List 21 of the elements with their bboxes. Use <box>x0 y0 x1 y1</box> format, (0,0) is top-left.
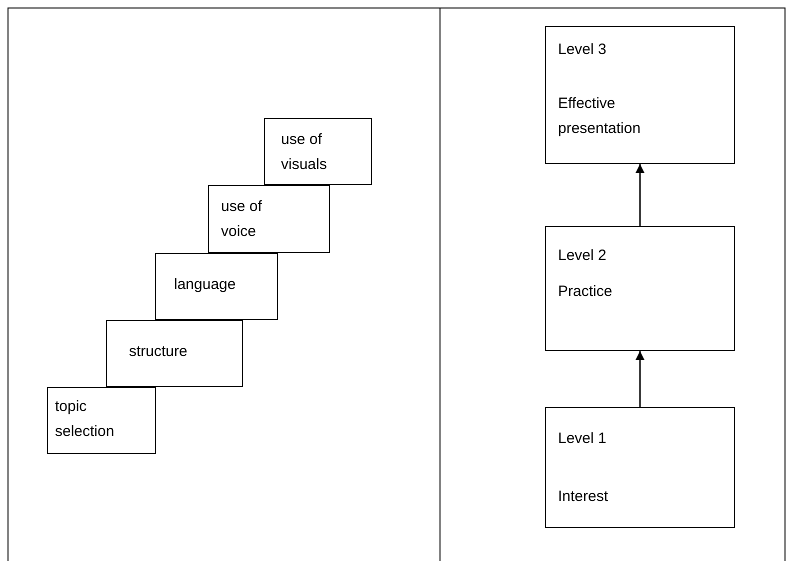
step-label: structure <box>129 342 188 362</box>
step-box <box>47 387 156 454</box>
step-label: topic selection <box>55 397 116 442</box>
step-label: use of voice <box>221 197 263 242</box>
step-box <box>264 118 372 185</box>
level-heading: Level 2 <box>558 246 608 266</box>
level-description: Interest <box>558 487 610 507</box>
level-box <box>545 407 735 528</box>
step-label: use of visuals <box>281 130 328 175</box>
level-box <box>545 226 735 351</box>
level-description: Practice <box>558 282 614 302</box>
level-description: Effective presentation <box>558 94 642 139</box>
level-heading: Level 1 <box>558 429 608 449</box>
arrow <box>636 351 644 407</box>
level-box <box>545 26 735 164</box>
step-box <box>208 185 330 253</box>
step-box <box>106 320 243 387</box>
step-label: language <box>174 275 237 295</box>
level-heading: Level 3 <box>558 40 608 60</box>
step-box <box>155 253 278 320</box>
arrow <box>636 164 644 226</box>
